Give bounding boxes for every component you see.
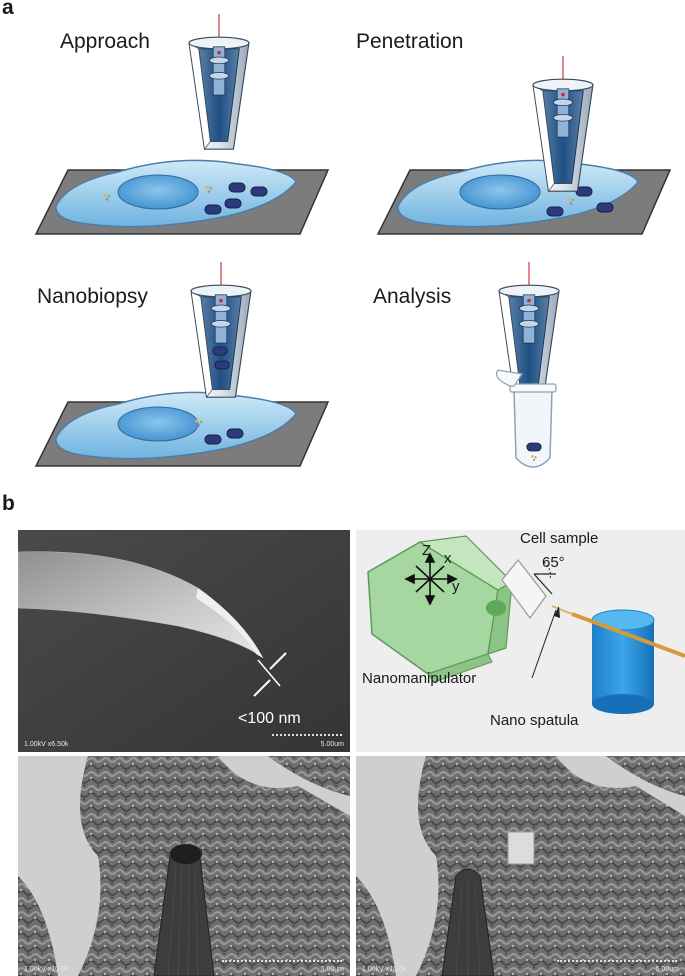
mitochondrion bbox=[224, 198, 242, 209]
nano-spatula-label: Nano spatula bbox=[490, 712, 579, 729]
nano-spatula-tip bbox=[551, 605, 573, 615]
nanotip-apex bbox=[196, 588, 263, 658]
tip-striations bbox=[455, 880, 481, 976]
mitochondrion bbox=[204, 434, 222, 445]
mitochondrion bbox=[546, 206, 564, 217]
mitochondrion bbox=[226, 428, 244, 439]
sem-info: 1.00kV x10.0k bbox=[362, 966, 407, 973]
axis-arrows bbox=[404, 552, 458, 606]
panel-label-a: a bbox=[2, 0, 14, 19]
tube-rim bbox=[509, 383, 557, 393]
analysis-illustration bbox=[495, 262, 560, 468]
mitochondrion bbox=[250, 186, 268, 197]
mitochondrion bbox=[228, 182, 246, 193]
sem-scale-bar bbox=[222, 960, 342, 964]
nanopipette-probe bbox=[188, 14, 250, 150]
scale-arrow bbox=[253, 679, 271, 697]
sem-scale: 5.00um bbox=[320, 966, 344, 973]
penetration-illustration bbox=[376, 56, 672, 235]
sem-scale-bar bbox=[557, 960, 677, 964]
sem-tip-image: <100 nm 1.00kV x6.50k 5.00um bbox=[18, 530, 350, 752]
tissue-region bbox=[18, 876, 58, 976]
axis-y-label: y bbox=[452, 578, 460, 595]
sem-scale: 5.00um bbox=[655, 966, 679, 973]
label-analysis: Analysis bbox=[373, 285, 452, 308]
spatula-pointer-head bbox=[554, 606, 560, 618]
tip-striations bbox=[167, 865, 199, 976]
angle-label: 65° bbox=[542, 554, 565, 571]
tissue-region bbox=[268, 756, 350, 796]
label-approach: Approach bbox=[60, 30, 150, 53]
label-nanobiopsy: Nanobiopsy bbox=[37, 285, 148, 308]
captured-mitochondrion bbox=[212, 346, 228, 356]
axis-x-label: x bbox=[444, 550, 452, 567]
nanobiopsy-illustration bbox=[34, 262, 330, 467]
mount-knob bbox=[486, 600, 506, 616]
axis-z-label: Z bbox=[422, 542, 432, 559]
cell-nucleus bbox=[117, 406, 199, 442]
sem-info: 1.00kV x10.0k bbox=[24, 966, 69, 973]
nano-spatula-rod bbox=[571, 612, 685, 658]
sem-info: 1.00kV x6.50k bbox=[24, 741, 69, 748]
mitochondrion bbox=[596, 202, 614, 213]
tissue-region bbox=[78, 756, 350, 976]
scale-bar bbox=[257, 659, 281, 687]
angle-arc bbox=[543, 561, 551, 581]
nanomanipulator-label: Nanomanipulator bbox=[362, 670, 477, 687]
spatula-pointer-line bbox=[531, 609, 557, 679]
setup-diagram: Z x y Cell sample 65° Nanomanipulator Na… bbox=[356, 530, 685, 752]
sem-scale-bar bbox=[272, 734, 342, 738]
tube-cap bbox=[495, 369, 524, 387]
sample-cylinder-base bbox=[592, 694, 654, 714]
cell-nucleus bbox=[459, 174, 541, 210]
microcentrifuge-tube bbox=[513, 389, 553, 468]
cell-sample-label: Cell sample bbox=[520, 530, 599, 547]
sem-after-image: 1.00kV x10.0k 5.00um bbox=[356, 756, 685, 976]
sample-mitochondrion bbox=[526, 442, 542, 452]
nanopipette-probe bbox=[190, 262, 252, 398]
nanomanipulator-base bbox=[427, 653, 493, 683]
scale-arrow bbox=[269, 652, 287, 670]
sem-before-image: 1.00kV x10.0k 5.00um bbox=[18, 756, 350, 976]
cell-nucleus bbox=[117, 174, 199, 210]
excised-area bbox=[507, 831, 535, 865]
tissue-region bbox=[356, 876, 396, 976]
tissue-region bbox=[606, 756, 685, 796]
tip-size-label: <100 nm bbox=[238, 710, 301, 727]
sem-scale: 5.00um bbox=[320, 741, 344, 748]
tip-shadow bbox=[170, 844, 202, 864]
label-penetration: Penetration bbox=[356, 30, 464, 53]
angle-line bbox=[533, 573, 553, 595]
panel-label-b: b bbox=[2, 492, 15, 515]
mitochondrion bbox=[204, 204, 222, 215]
captured-mitochondrion bbox=[214, 360, 230, 370]
cell-sample-holder bbox=[501, 559, 547, 620]
approach-illustration bbox=[34, 14, 330, 235]
